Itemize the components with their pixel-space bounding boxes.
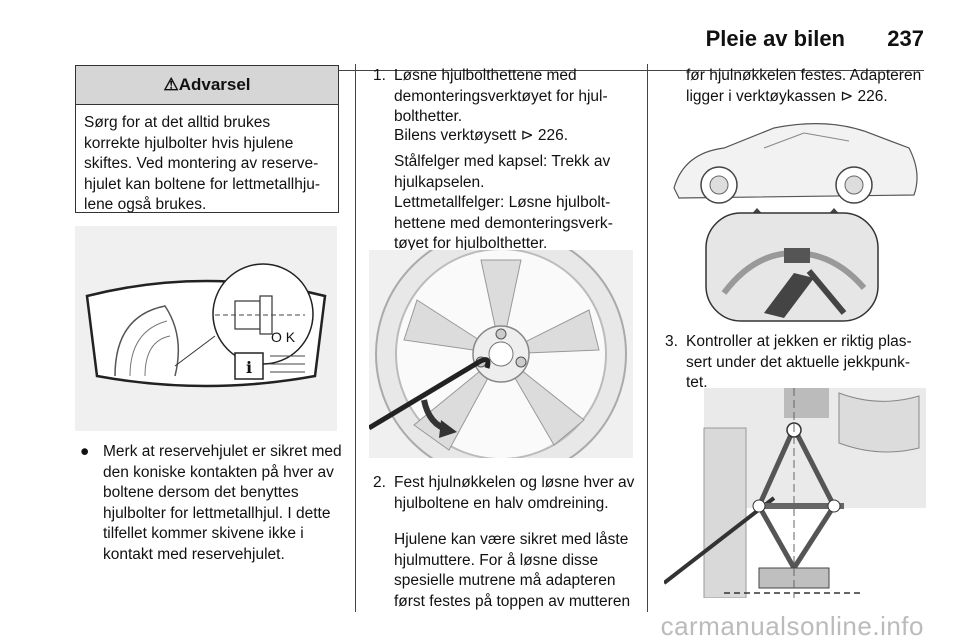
warning-text: Sørg for at det alltid brukes korrekte h… [84, 114, 321, 213]
step-1-steel-rims: Stålfelger med kapsel: Trekk av hjulkaps… [394, 153, 611, 191]
step-1-number: 1. [373, 67, 386, 84]
figure-jack [662, 388, 926, 599]
warning-box: ⚠Advarsel Sørg for at det alltid brukes … [75, 65, 339, 213]
bullet-text: Merk at reservehjulet er sikret med den … [103, 443, 342, 563]
col3-continuation: før hjulnøkkelen festes. Adapte­ren ligg… [686, 67, 922, 105]
ok-label: O K [271, 329, 296, 345]
step-1-toolkit: Bilens verktøysett ⊳ 226. [394, 127, 569, 144]
watermark: carmanualsonline.info [660, 611, 924, 641]
figure-wheel-bolt: i O K [75, 226, 337, 431]
figure-wheel-wrench [367, 228, 633, 480]
bullet-icon: ● [80, 443, 90, 460]
step-2-text: Fest hjulnøkkelen og løsne hver av hjulb… [394, 474, 635, 512]
step-3-number: 3. [665, 333, 678, 350]
warning-title: Advarsel [178, 75, 251, 94]
warning-header: ⚠Advarsel [76, 66, 338, 105]
header-rule [75, 70, 924, 71]
step-2-locked-nuts: Hjulene kan være sikret med låste hjulmu… [394, 531, 631, 610]
page-header: Pleie av bilen 237 [0, 22, 960, 71]
svg-text:i: i [246, 358, 252, 377]
page-number: 237 [887, 26, 924, 51]
step-3-text: Kontroller at jekken er riktig plas­sert… [686, 333, 912, 391]
column-divider-1 [355, 64, 356, 612]
section-title: Pleie av bilen [705, 26, 845, 51]
step-1-text: Løsne hjulbolthettene med demonteringsve… [394, 67, 608, 125]
warning-icon: ⚠ [163, 75, 179, 94]
figure-jacking-point [664, 113, 926, 323]
step-2-number: 2. [373, 474, 386, 491]
step-1-alloy-rims: Lettmetallfelger: Løsne hjulbolt­hettene… [394, 194, 613, 252]
column-divider-2 [647, 64, 648, 612]
